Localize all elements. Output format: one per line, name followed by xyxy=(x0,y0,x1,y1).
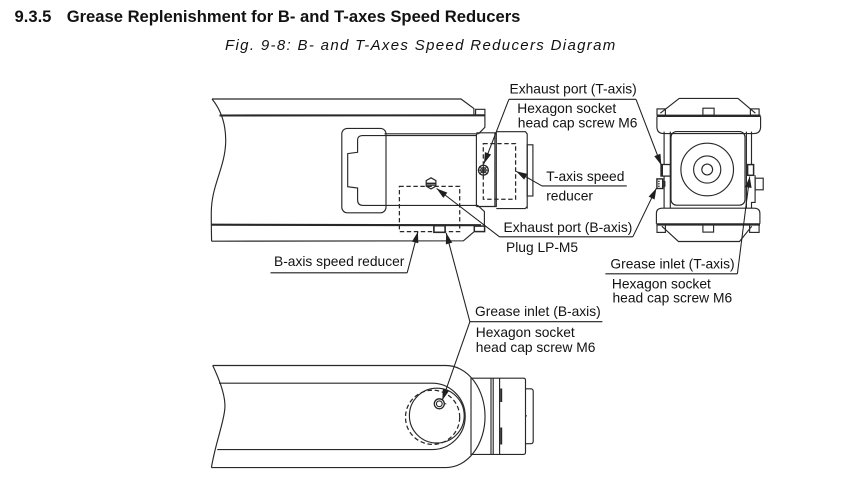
svg-text:Hexagon socket: Hexagon socket xyxy=(612,276,711,291)
svg-text:Exhaust port (B-axis): Exhaust port (B-axis) xyxy=(504,220,633,235)
svg-text:B-axis speed reducer: B-axis speed reducer xyxy=(274,254,405,269)
svg-text:Grease Replenishment for B- an: Grease Replenishment for B- and T-axes S… xyxy=(67,7,521,26)
svg-text:9.3.5: 9.3.5 xyxy=(15,7,52,26)
svg-text:head cap screw M6: head cap screw M6 xyxy=(476,340,596,355)
svg-text:Hexagon socket: Hexagon socket xyxy=(476,325,575,340)
svg-text:head cap screw M6: head cap screw M6 xyxy=(518,115,638,130)
svg-text:reducer: reducer xyxy=(546,188,593,203)
svg-text:Plug LP-M5: Plug LP-M5 xyxy=(506,240,578,255)
svg-text:Fig. 9-8: B- and T-Axes Speed: Fig. 9-8: B- and T-Axes Speed Reducers D… xyxy=(225,37,617,54)
svg-text:head cap screw M6: head cap screw M6 xyxy=(613,291,733,306)
svg-text:Grease inlet (B-axis): Grease inlet (B-axis) xyxy=(475,304,601,319)
svg-text:Hexagon socket: Hexagon socket xyxy=(517,101,616,116)
svg-text:Exhaust port (T-axis): Exhaust port (T-axis) xyxy=(510,82,637,97)
svg-text:T-axis speed: T-axis speed xyxy=(546,169,624,184)
svg-text:Grease inlet (T-axis): Grease inlet (T-axis) xyxy=(610,256,734,271)
